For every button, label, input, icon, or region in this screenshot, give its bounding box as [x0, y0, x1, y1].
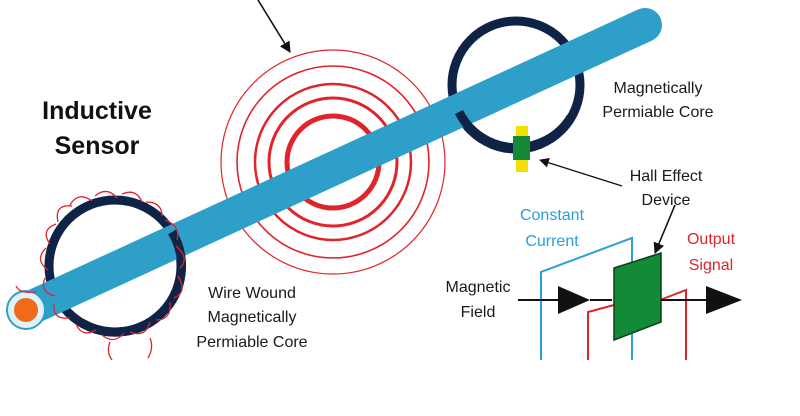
hall-effect-schematic — [518, 204, 742, 360]
conductor-copper — [14, 298, 38, 322]
wire-wound-core-ring-front — [79, 229, 186, 337]
constant-current-label: Current — [525, 233, 579, 250]
wire-wound-label: Wire Wound — [208, 285, 296, 302]
magnetic-core-label: Magnetically — [614, 80, 703, 97]
inductive-sensor-title: Inductive — [42, 97, 152, 125]
constant-current-label: Constant — [520, 207, 585, 224]
conductor-wire — [6, 8, 662, 330]
magnetic-field-label: Magnetic — [446, 279, 511, 296]
wire-wound-label: Magnetically — [208, 309, 297, 326]
field-pointer-arrow — [257, 0, 291, 53]
magnetic-field-rings — [220, 49, 446, 275]
constant-current-wire — [540, 236, 633, 360]
coil-windings — [15, 190, 185, 361]
field-ring — [236, 65, 430, 259]
output-signal-wire — [587, 304, 615, 360]
output-signal-wire — [659, 288, 687, 360]
hall-effect-label: Hall Effect — [630, 168, 703, 185]
wire-wound-label: Permiable Core — [196, 334, 307, 351]
field-input-arrowhead — [558, 286, 590, 314]
field-output-arrowhead — [706, 286, 742, 314]
field-ring — [220, 49, 446, 275]
magnetic-field-label: Field — [461, 304, 496, 321]
hall-effect-label: Device — [642, 192, 691, 209]
magnetic-core-label: Permiable Core — [602, 104, 713, 121]
hall-effect-chip — [513, 136, 530, 160]
hall-pointer-arrow — [539, 157, 623, 187]
output-signal-label: Output — [687, 231, 736, 248]
inductive-sensor-title: Sensor — [55, 132, 140, 160]
hall-plate — [613, 251, 662, 342]
current-pointer-arrow — [653, 204, 676, 255]
output-signal-label: Signal — [689, 257, 733, 274]
field-ring — [267, 96, 399, 228]
field-ring — [253, 82, 413, 242]
